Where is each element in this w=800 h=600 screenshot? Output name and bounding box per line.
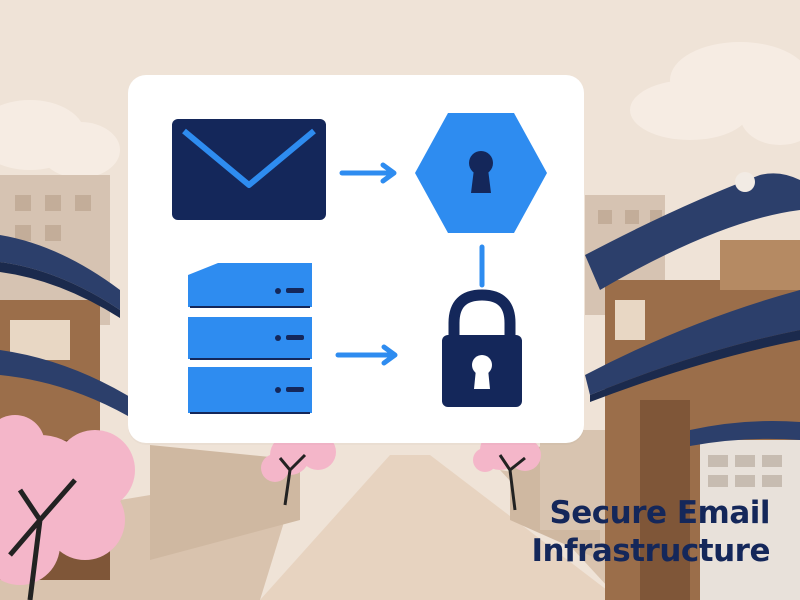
arrow-servers-to-lock: [335, 344, 398, 366]
cherry-tree-left: [0, 415, 135, 600]
flow-diagram: [172, 113, 547, 414]
padlock-icon: [442, 289, 522, 407]
server-unit-top: [188, 263, 312, 308]
envelope-icon: [172, 119, 326, 220]
arrow-email-to-shield: [339, 162, 397, 184]
title-line-2: Infrastructure: [531, 533, 770, 569]
hexagon-keyhole-icon: [415, 113, 547, 233]
cherry-tree-middle: [261, 434, 336, 506]
server-unit-bottom: [188, 367, 312, 414]
server-stack-icon: [188, 263, 312, 414]
page-title: Secure Email Infrastructure: [531, 494, 770, 570]
hanok-right: [585, 172, 800, 600]
diagram-card: [128, 75, 584, 443]
cloud-left: [0, 100, 120, 178]
server-unit-middle: [188, 317, 312, 360]
street: [260, 455, 620, 600]
cloud-right: [630, 42, 800, 145]
title-line-1: Secure Email: [549, 495, 770, 531]
